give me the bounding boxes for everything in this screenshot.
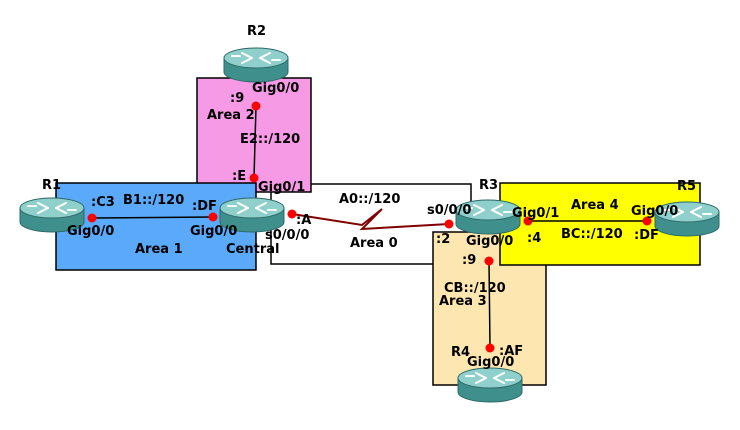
central-s000-host-label: :A	[296, 213, 311, 228]
link-r1-central	[91, 216, 214, 219]
dot-central-gig01	[249, 173, 259, 183]
link-central-r3-serial	[291, 208, 450, 231]
router-central-label: Central	[226, 242, 279, 257]
area-4-label: Area 4	[571, 198, 619, 213]
r3-gig01-label: Gig0/1	[512, 206, 559, 221]
network-cb-label: CB::/120	[444, 281, 506, 296]
central-gig00-label: Gig0/0	[190, 224, 237, 239]
r2-gig00-label: Gig0/0	[252, 81, 299, 96]
r3-s000-label: s0/0/0	[427, 203, 471, 218]
area-2-label: Area 2	[207, 108, 255, 123]
r4-host-label: :AF	[499, 344, 523, 359]
dot-r5-gig00	[642, 216, 652, 226]
area-0-label: Area 0	[350, 236, 398, 251]
area-1-label: Area 1	[135, 242, 183, 257]
dot-r1-gig00	[87, 213, 97, 223]
network-e2-label: E2::/120	[240, 132, 300, 147]
dot-central-s000	[287, 209, 297, 219]
r5-host-label: :DF	[634, 228, 659, 243]
r3-s000-host-label: :2	[436, 232, 450, 247]
router-r4-icon[interactable]	[457, 367, 523, 403]
r3-gig00-label: Gig0/0	[466, 234, 513, 249]
network-b1-label: B1::/120	[123, 193, 184, 208]
router-r3-label: R3	[479, 178, 498, 193]
r2-host-label: :9	[230, 91, 244, 106]
r5-gig00-label: Gig0/0	[631, 204, 678, 219]
r1-host-label: :C3	[91, 195, 115, 210]
dot-r3-gig01	[523, 216, 533, 226]
router-r4-label: R4	[451, 345, 470, 360]
network-a0-label: A0::/120	[339, 192, 400, 207]
area-3-label: Area 3	[439, 294, 487, 309]
r1-gig00-label: Gig0/0	[67, 224, 114, 239]
interface-dots	[87, 101, 652, 353]
central-gig01-host-label: :E	[232, 169, 246, 184]
router-r1-label: R1	[42, 178, 61, 193]
link-r2-central	[253, 105, 257, 179]
dot-central-gig00	[208, 212, 218, 222]
dot-r3-gig00	[484, 256, 494, 266]
dot-r3-s000	[444, 219, 454, 229]
dot-r2-gig00	[251, 101, 261, 111]
central-gig00-host-label: :DF	[192, 199, 217, 214]
r3-gig00-host-label: :9	[462, 253, 476, 268]
link-r3-r4	[488, 260, 491, 349]
network-bc-label: BC::/120	[561, 227, 623, 242]
central-gig01-label: Gig0/1	[258, 180, 305, 195]
r4-gig00-label: Gig0/0	[467, 355, 514, 370]
central-s000-label: s0/0/0	[265, 228, 309, 243]
router-r5-label: R5	[677, 179, 696, 194]
router-r2-icon[interactable]	[223, 47, 289, 83]
r3-gig01-host-label: :4	[527, 231, 541, 246]
router-r2-label: R2	[247, 24, 266, 39]
dot-r4-gig00	[485, 343, 495, 353]
